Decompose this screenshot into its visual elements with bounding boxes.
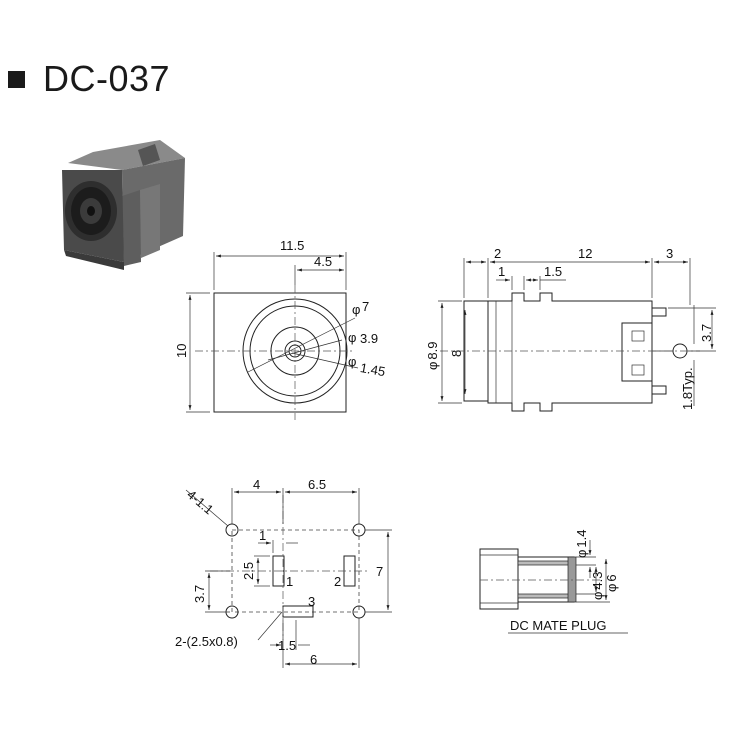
front-view	[186, 252, 359, 420]
pcb-4-label: 4	[253, 477, 260, 492]
pcb-holes-label: 4-1.1	[184, 487, 216, 518]
front-height-label: 10	[174, 344, 189, 358]
side-3-7-label: 3.7	[699, 324, 714, 342]
product-render	[62, 140, 185, 270]
pcb-6-5-label: 6.5	[308, 477, 326, 492]
pad-1	[272, 555, 285, 587]
d-inner-phi: φ	[348, 330, 356, 345]
plug-1-4-value: 1.4	[574, 529, 589, 547]
d-pin-phi: φ	[348, 354, 356, 369]
side-1-label: 1	[498, 264, 505, 279]
title-bullet-icon	[8, 70, 25, 88]
pin-2-label: 2	[334, 574, 341, 589]
side-front-label: 2	[494, 246, 501, 261]
plug-6-phi: φ	[604, 584, 619, 592]
d-inner-label: 3.9	[360, 331, 378, 346]
plug-6-label: φ6	[604, 574, 619, 592]
title-row: DC-037	[8, 58, 170, 100]
page-title: DC-037	[43, 58, 171, 99]
pcb-pads-label: 2-(2.5x0.8)	[175, 634, 238, 649]
side-body-label: 12	[578, 246, 592, 261]
pin-3-label: 3	[308, 594, 315, 609]
side-8-label: 8	[449, 350, 464, 357]
side-8-9-value: 8.9	[425, 341, 440, 359]
d-pin-label: 1.45	[359, 360, 387, 379]
pcb-2-5-label: 2.5	[241, 562, 256, 580]
plug-1-4-phi: φ	[574, 550, 589, 558]
plug-1-4-label: φ 1.4	[574, 529, 589, 558]
plug-4-3-value: 4.3	[590, 571, 605, 589]
side-1-5-label: 1.5	[544, 264, 562, 279]
side-tail-label: 3	[666, 246, 673, 261]
pcb-1-label: 1	[259, 528, 266, 543]
pin-1-label: 1	[286, 574, 293, 589]
plug-4-3-label: φ 4.3	[590, 571, 605, 600]
pcb-1-5-label: 1.5	[278, 638, 296, 653]
plug-6-value: 6	[604, 574, 619, 581]
pcb-7-label: 7	[376, 564, 383, 579]
mate-plug-label: DC MATE PLUG	[510, 618, 607, 633]
side-1-8-label: 1.8Typ.	[680, 367, 695, 410]
mate-plug	[479, 540, 628, 634]
d-outer-label: 7	[362, 299, 369, 314]
pcb-3-7-label: 3.7	[192, 585, 207, 603]
d-outer-phi: φ	[352, 302, 360, 317]
plug-4-3-phi: φ	[590, 592, 605, 600]
front-offset-label: 4.5	[314, 254, 332, 269]
front-width-label: 11.5	[280, 238, 304, 253]
side-view	[438, 258, 716, 412]
pcb-6-label: 6	[310, 652, 317, 667]
side-8-9-label: φ 8.9	[425, 341, 440, 370]
pcb-view	[185, 488, 392, 668]
side-8-9-phi: φ	[425, 362, 440, 370]
